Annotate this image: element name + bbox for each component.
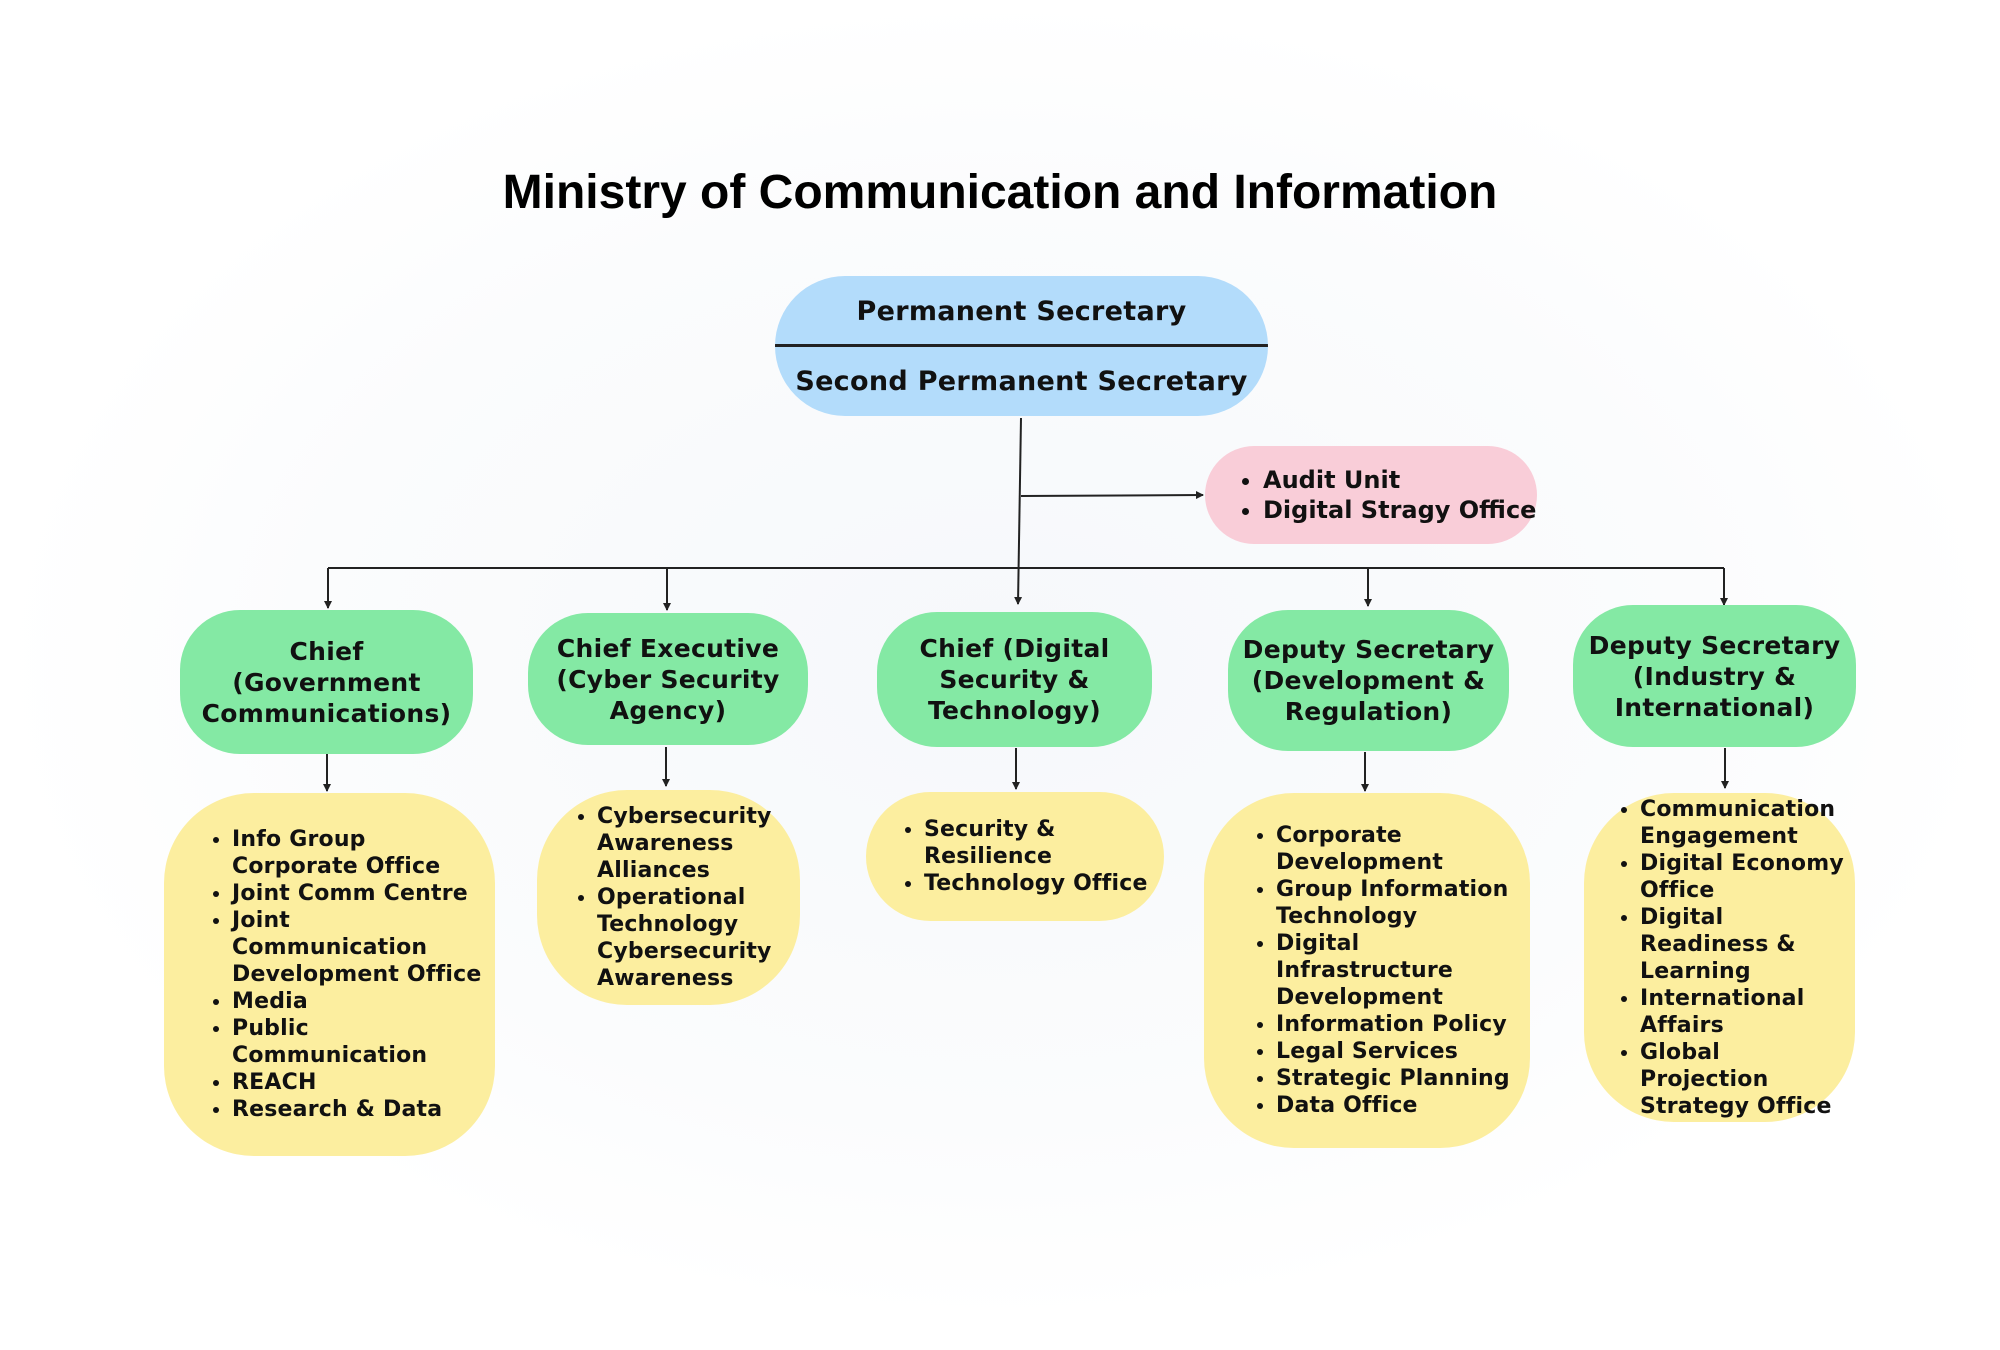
unit-item: Strategic Planning <box>1276 1065 1520 1092</box>
unit-item: Security & Resilience <box>924 816 1154 870</box>
exec-node-digital-security-technology: Chief (Digital Security & Technology) <box>877 612 1152 747</box>
exec-node-cyber-security-agency: Chief Executive (Cyber Security Agency) <box>528 613 808 745</box>
units-government-communications: Info Group Corporate Office Joint Comm C… <box>164 793 495 1156</box>
exec-node-government-communications: Chief (Government Communications) <box>180 610 473 754</box>
unit-item: Corporate Development <box>1276 822 1520 876</box>
units-industry-international: Communication Engagement Digital Economy… <box>1584 793 1855 1122</box>
unit-item: Joint Comm Centre <box>232 880 485 907</box>
unit-item: International Affairs <box>1640 985 1845 1039</box>
units-digital-security-technology: Security & Resilience Technology Office <box>866 792 1164 921</box>
side-unit-item: Audit Unit <box>1263 465 1536 495</box>
unit-item: Group Information Technology <box>1276 876 1520 930</box>
root-divider <box>775 344 1268 347</box>
units-cyber-security-agency: Cybersecurity Awareness Alliances Operat… <box>537 790 800 1005</box>
unit-list: Communication Engagement Digital Economy… <box>1584 796 1855 1120</box>
unit-item: Digital Economy Office <box>1640 850 1845 904</box>
unit-item: Technology Office <box>924 870 1154 897</box>
exec-node-industry-international: Deputy Secretary (Industry & Internation… <box>1573 605 1856 747</box>
unit-item: Research & Data <box>232 1096 485 1123</box>
unit-item: Public Communication <box>232 1015 485 1069</box>
unit-item: Global Projection Strategy Office <box>1640 1039 1845 1120</box>
unit-item: Operational Technology Cybersecurity Awa… <box>597 884 790 992</box>
units-development-regulation: Corporate Development Group Information … <box>1204 793 1530 1148</box>
side-unit-list: Audit Unit Digital Stragy Office <box>1205 465 1536 525</box>
side-unit-item: Digital Stragy Office <box>1263 495 1536 525</box>
trunk-line <box>1014 417 1023 605</box>
unit-item: Communication Engagement <box>1640 796 1845 850</box>
chart-title: Ministry of Communication and Informatio… <box>502 166 1498 219</box>
unit-list: Corporate Development Group Information … <box>1204 822 1530 1119</box>
audit-strategy-node: Audit Unit Digital Stragy Office <box>1205 446 1537 544</box>
side-branch-line <box>1020 491 1204 500</box>
unit-item: REACH <box>232 1069 485 1096</box>
unit-item: Info Group Corporate Office <box>232 826 485 880</box>
exec-node-development-regulation: Deputy Secretary (Development & Regulati… <box>1228 610 1509 751</box>
unit-item: Digital Readiness & Learning <box>1640 904 1845 985</box>
permanent-secretary-node: Permanent Secretary Second Permanent Sec… <box>775 276 1268 416</box>
unit-list: Security & Resilience Technology Office <box>866 816 1164 897</box>
unit-item: Legal Services <box>1276 1038 1520 1065</box>
second-permanent-secretary-label: Second Permanent Secretary <box>795 365 1248 397</box>
unit-item: Joint Communication Development Office <box>232 907 485 988</box>
unit-item: Data Office <box>1276 1092 1520 1119</box>
unit-list: Info Group Corporate Office Joint Comm C… <box>164 826 495 1123</box>
unit-item: Digital Infrastructure Development <box>1276 930 1520 1011</box>
unit-item: Information Policy <box>1276 1011 1520 1038</box>
permanent-secretary-label: Permanent Secretary <box>856 295 1187 327</box>
unit-item: Media <box>232 988 485 1015</box>
unit-list: Cybersecurity Awareness Alliances Operat… <box>537 803 800 992</box>
unit-item: Cybersecurity Awareness Alliances <box>597 803 790 884</box>
